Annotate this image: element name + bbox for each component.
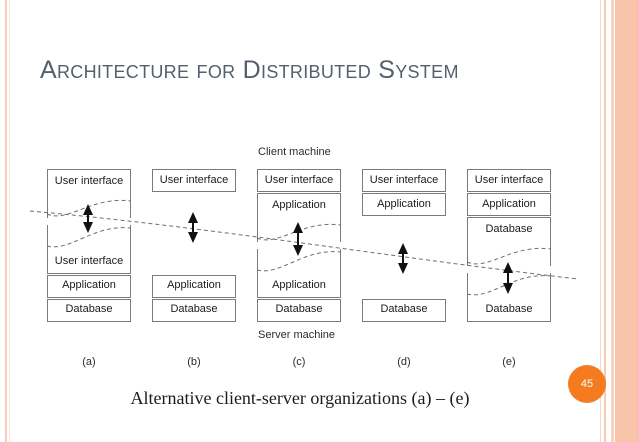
diagram-box-label: Database xyxy=(65,303,113,315)
diagram-box: User interface xyxy=(362,169,446,192)
diagram-box: User interface xyxy=(152,169,236,192)
diagram-box-label: Application xyxy=(377,198,431,210)
diagram-box: User interface xyxy=(47,169,131,218)
right-border-accent-mid xyxy=(611,0,614,442)
diagram-box: User interface xyxy=(257,169,341,192)
diagram-box-label: User interface xyxy=(369,174,439,186)
diagram-box-label: User interface xyxy=(264,174,334,186)
diagram-box-label: User interface xyxy=(54,175,124,187)
diagram-box-label: User interface xyxy=(54,255,124,267)
diagram-box: Database xyxy=(362,299,446,322)
diagram-box-label: User interface xyxy=(474,174,544,186)
diagram-box: User interface xyxy=(467,169,551,192)
diagram-box: Database xyxy=(152,299,236,322)
diagram-box-label: Database xyxy=(485,303,533,315)
column-letter: (e) xyxy=(502,356,516,368)
diagram-box: Application xyxy=(257,193,341,242)
client-machine-label: Client machine xyxy=(258,146,331,158)
diagram-box-label: Application xyxy=(62,279,116,291)
diagram-box: Database xyxy=(47,299,131,322)
column-letter: (c) xyxy=(292,356,306,368)
right-border-accent-thin xyxy=(604,0,606,442)
diagram-box: Application xyxy=(257,249,341,298)
server-machine-label: Server machine xyxy=(258,329,336,341)
diagram-box-label: User interface xyxy=(159,174,229,186)
diagram-box-label: Application xyxy=(167,279,221,291)
page-number-badge: 45 xyxy=(568,365,606,403)
diagram-box: Application xyxy=(152,275,236,298)
diagram-box-label: Application xyxy=(272,199,326,211)
diagram-box: Application xyxy=(47,275,131,298)
double-arrow-icon xyxy=(188,212,198,243)
diagram-box: Database xyxy=(467,273,551,322)
diagram-box-label: Database xyxy=(380,303,428,315)
diagram-box: Application xyxy=(467,193,551,216)
left-border-accent xyxy=(5,0,7,442)
right-border-band xyxy=(615,0,638,442)
diagram-box-label: Database xyxy=(275,303,323,315)
diagram-box-label: Application xyxy=(482,198,536,210)
right-border-hairline xyxy=(600,0,601,442)
left-border-accent-inner xyxy=(9,0,10,442)
column-letter: (d) xyxy=(397,356,411,368)
diagram-box: Application xyxy=(362,193,446,216)
diagram-caption: Alternative client-server organizations … xyxy=(130,388,470,408)
diagram-box-label: Application xyxy=(272,279,326,291)
page-title: Architecture for Distributed System xyxy=(40,56,459,84)
column-letter: (a) xyxy=(82,356,96,368)
right-border-gap xyxy=(607,0,611,442)
column-letter: (b) xyxy=(187,356,201,368)
diagram-box: User interface xyxy=(47,225,131,274)
diagram-box: Database xyxy=(257,299,341,322)
diagram-box-label: Database xyxy=(485,223,533,235)
double-arrow-icon xyxy=(398,243,408,274)
diagram-box: Database xyxy=(467,217,551,266)
diagram-box-label: Database xyxy=(170,303,218,315)
